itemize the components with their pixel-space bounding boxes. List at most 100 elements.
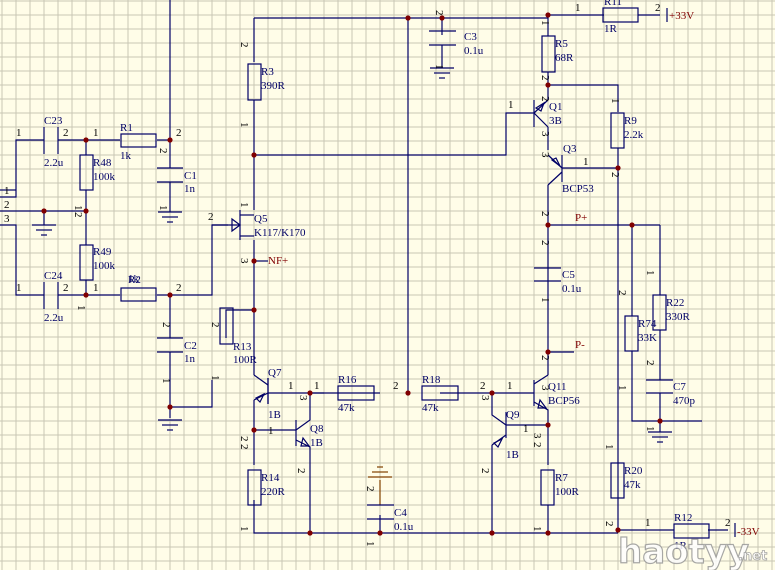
C4-body xyxy=(367,504,394,520)
ground-icon xyxy=(158,419,182,431)
Q1-ref: Q1 xyxy=(549,101,562,113)
pin-number: 1 xyxy=(238,526,250,532)
wire-q1-base xyxy=(254,112,534,156)
R13-ref: R13 xyxy=(233,341,252,353)
C3-body xyxy=(429,30,456,46)
Q7-value: 1B xyxy=(268,409,281,421)
R49-value: 100k xyxy=(93,260,116,272)
pin-number: 2 xyxy=(539,355,551,361)
pin-number: 3 xyxy=(531,433,543,439)
R13-value: 100R xyxy=(233,354,258,366)
C5-value: 0.1u xyxy=(562,283,582,295)
Q7-body xyxy=(254,378,269,404)
watermark-suffix: .net xyxy=(738,549,767,564)
junction-dot xyxy=(545,222,551,228)
pin-number: 2 xyxy=(209,322,221,328)
R22-value: 330R xyxy=(666,311,691,323)
junction-dot xyxy=(251,427,257,433)
R20-value: 47k xyxy=(624,479,641,491)
R48-body xyxy=(79,154,94,191)
pin-number: 1 xyxy=(16,127,22,139)
C1-body xyxy=(157,167,183,183)
R48-value: 100k xyxy=(93,171,116,183)
junction-dot xyxy=(657,418,663,424)
pin-number: 2 xyxy=(238,444,250,450)
R5-ref: R5 xyxy=(555,38,568,50)
pin-number: 2 xyxy=(616,290,628,296)
pin-number: 2 xyxy=(644,360,656,366)
pin-number: 1 xyxy=(157,205,169,211)
junction-dot xyxy=(615,527,621,533)
R22-ref: R22 xyxy=(666,297,684,309)
R74-body xyxy=(624,315,639,352)
power-label-positive: +33V xyxy=(669,10,694,22)
Q1-body xyxy=(533,99,549,128)
Q5-value: K117/K170 xyxy=(254,227,306,239)
R11-ref: R11 xyxy=(604,0,622,8)
R9-ref: R9 xyxy=(624,115,637,127)
junction-dot xyxy=(545,82,551,88)
pin-number: 3 xyxy=(479,395,491,401)
R16-ref: R16 xyxy=(338,374,357,386)
wire-in3 xyxy=(0,224,44,296)
Q9-value: 1B xyxy=(506,449,519,461)
R7-body xyxy=(540,469,555,506)
pin-number: 1 xyxy=(268,425,274,437)
pin-number: 1 xyxy=(616,385,628,391)
pin-number: 2 xyxy=(63,127,69,139)
pin-number: 3 xyxy=(539,152,551,158)
pin-number: 1 xyxy=(539,20,551,26)
R9-value: 2.2k xyxy=(624,129,644,141)
R14-value: 220R xyxy=(261,486,286,498)
connector-pin-1: 1 xyxy=(4,185,10,197)
junction-dot xyxy=(83,208,89,214)
Q11-ref: Q11 xyxy=(548,381,567,393)
R49-ref: R49 xyxy=(93,246,112,258)
R48-ref: R48 xyxy=(93,157,112,169)
R5-value: 68R xyxy=(555,52,574,64)
pin-number: 2 xyxy=(176,282,182,294)
junction-dot xyxy=(615,165,621,171)
pin-number: 3 xyxy=(539,131,551,137)
junction-dot xyxy=(377,530,383,536)
wire-c2-gnd xyxy=(169,352,213,408)
watermark-text: haotyy xyxy=(618,532,749,570)
pin-number: 2 xyxy=(157,148,169,154)
C7-value: 470p xyxy=(673,395,696,407)
C24-body xyxy=(43,282,59,309)
R11-body xyxy=(602,7,639,23)
R3-ref: R3 xyxy=(261,66,274,78)
ground-icon xyxy=(648,431,672,443)
pin-number: 2 xyxy=(433,10,445,16)
Q11-body xyxy=(533,380,548,409)
pin-number: 2 xyxy=(539,96,551,102)
Q7-ref: Q7 xyxy=(268,367,282,379)
pin-number: 1 xyxy=(72,205,84,211)
C7-body xyxy=(646,379,673,394)
pin-number: 1 xyxy=(507,380,513,392)
pin-number: 2 xyxy=(208,211,214,223)
C24-ref: C24 xyxy=(44,270,63,282)
pin-number: 2 xyxy=(725,517,731,529)
C7-ref: C7 xyxy=(673,381,686,393)
pin-number: 1 xyxy=(531,526,543,532)
component-bodies xyxy=(0,7,710,539)
junction-dot xyxy=(629,222,635,228)
power-label-negative: -33V xyxy=(737,526,760,538)
Q9-body xyxy=(492,412,507,449)
pin-number: 1 xyxy=(508,99,514,111)
pin-number: 2 xyxy=(238,436,250,442)
wire-bottom-rail xyxy=(253,500,618,534)
R3-value: 390R xyxy=(261,80,286,92)
R1-body xyxy=(120,133,157,148)
R9-body xyxy=(610,112,625,149)
C5-ref: C5 xyxy=(562,269,575,281)
pin-number: 2 xyxy=(539,240,551,246)
R2-ref: R2 xyxy=(128,274,141,286)
junction-dot xyxy=(307,390,313,396)
net-label-nf-plus: NF+ xyxy=(268,255,288,267)
junction-dot xyxy=(307,530,313,536)
pin-number: 1 xyxy=(609,98,621,104)
junction-dot xyxy=(405,15,411,21)
